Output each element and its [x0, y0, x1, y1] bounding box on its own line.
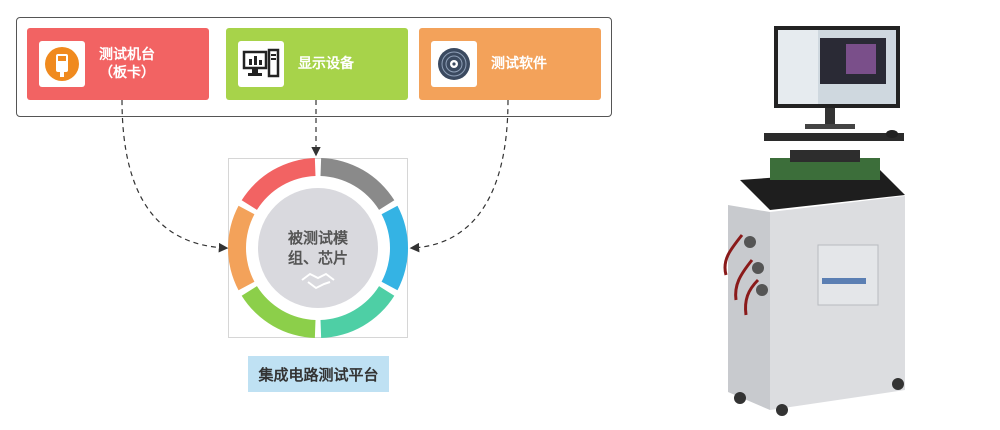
handshake-icon — [301, 272, 335, 290]
center-text: 被测试模 组、芯片 — [228, 228, 408, 268]
software-label: 测试软件 — [491, 56, 547, 72]
ring-segment — [241, 286, 316, 338]
software-card: 测试软件 — [419, 28, 601, 100]
ring-segment — [320, 286, 395, 338]
test-machine-line1: 测试机台 — [99, 47, 155, 63]
center-disc — [258, 188, 378, 308]
test-machine-icon — [39, 41, 85, 87]
test-machine-line2: （板卡） — [99, 65, 155, 81]
test-station-photo — [723, 26, 905, 416]
ring-segments — [228, 158, 408, 338]
ring-segment — [320, 158, 395, 210]
center-line1: 被测试模 — [287, 229, 348, 247]
ring-segment — [241, 158, 316, 210]
computer-display-icon — [238, 41, 284, 87]
center-line2: 组、芯片 — [287, 249, 348, 267]
ring-segment — [228, 205, 255, 291]
connector-test-machine — [121, 99, 229, 253]
test-machine-label: 测试机台 （板卡） — [99, 46, 155, 82]
connector-software — [409, 99, 509, 253]
display-card: 显示设备 — [226, 28, 408, 100]
display-label: 显示设备 — [298, 56, 354, 72]
platform-label: 集成电路测试平台 — [248, 356, 389, 392]
software-disc-icon — [431, 41, 477, 87]
test-machine-card: 测试机台 （板卡） — [27, 28, 209, 100]
ring-segment — [381, 205, 408, 291]
